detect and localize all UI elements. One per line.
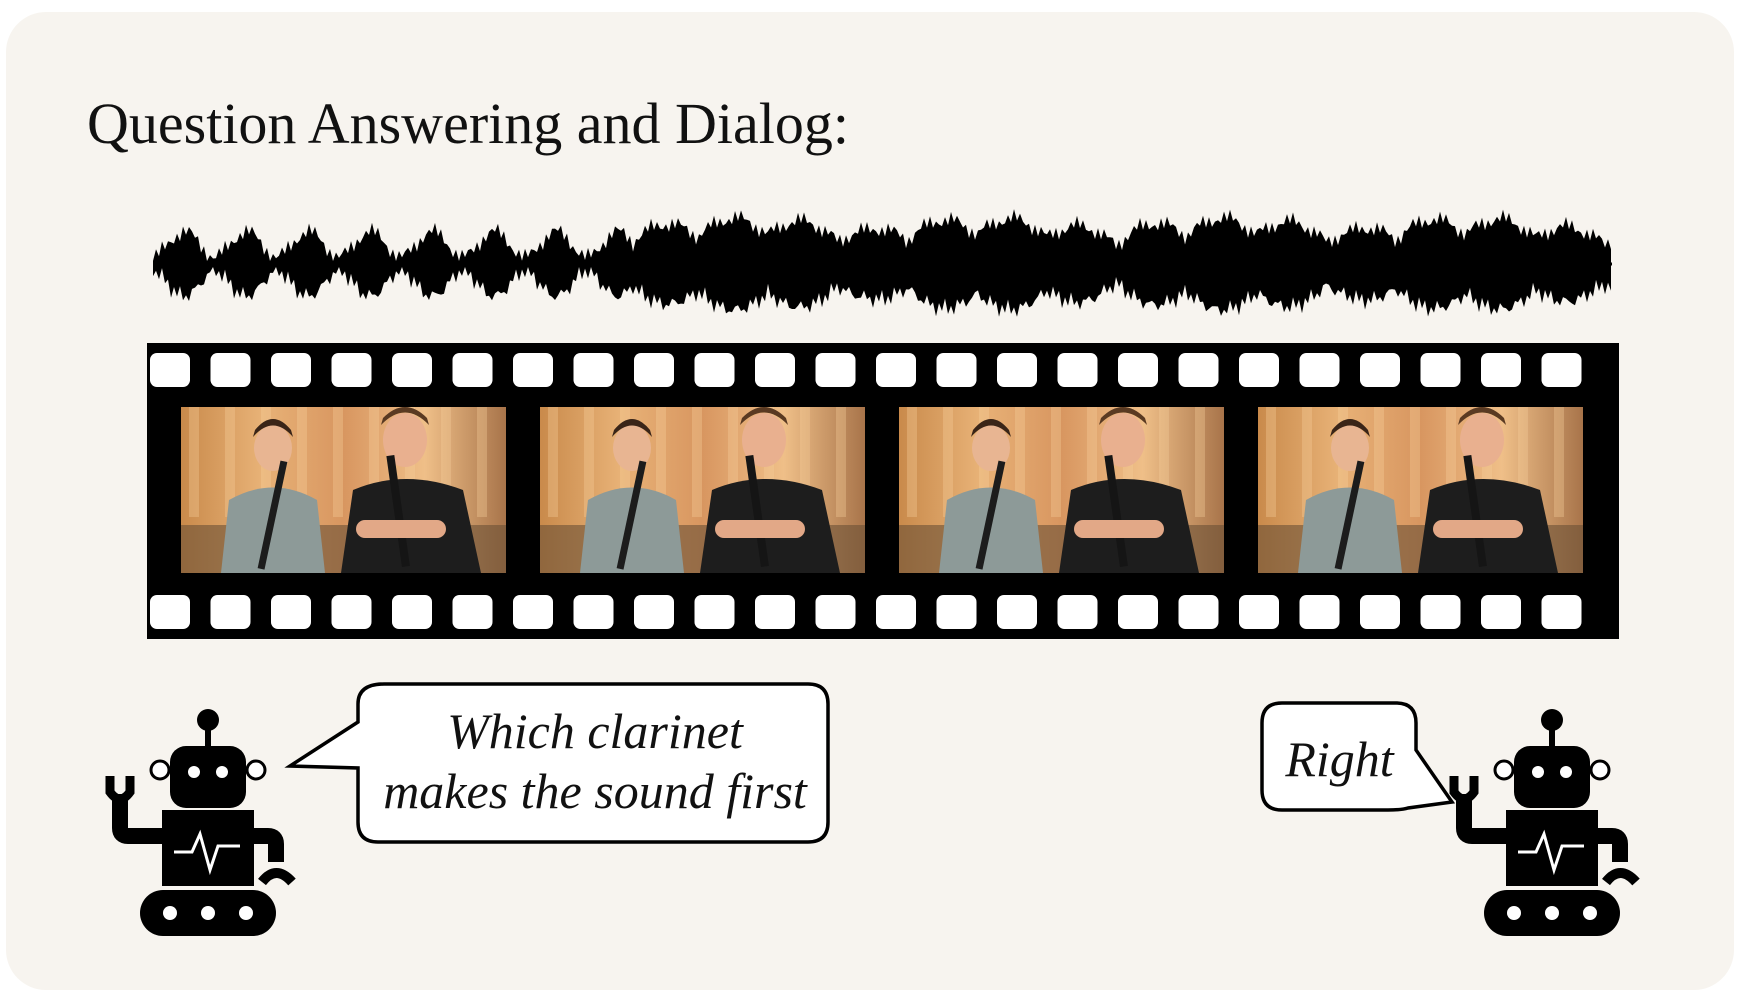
sprocket-hole <box>694 353 735 387</box>
film-sprockets-top <box>150 353 1582 387</box>
sprocket-hole <box>392 353 432 387</box>
video-frame <box>1258 407 1583 573</box>
sprocket-hole <box>1057 595 1098 629</box>
sprocket-hole <box>1118 353 1158 387</box>
figure-title: Question Answering and Dialog: <box>87 91 849 156</box>
robot-icon <box>105 709 296 936</box>
sprocket-hole <box>815 353 856 387</box>
sprocket-hole <box>1239 595 1279 629</box>
sprocket-hole <box>573 353 614 387</box>
question-line-1: Which clarinet <box>447 703 743 759</box>
sprocket-hole <box>1541 353 1582 387</box>
sprocket-hole <box>1057 353 1098 387</box>
audio-waveform <box>153 209 1612 317</box>
sprocket-hole <box>150 595 190 629</box>
sprocket-hole <box>452 353 493 387</box>
sprocket-hole <box>1178 595 1219 629</box>
sprocket-hole <box>271 353 311 387</box>
sprocket-hole <box>936 595 977 629</box>
sprocket-hole <box>1299 353 1340 387</box>
sprocket-hole <box>634 595 674 629</box>
sprocket-hole <box>1360 353 1400 387</box>
sprocket-hole <box>392 595 432 629</box>
video-frame <box>181 407 506 573</box>
sprocket-hole <box>755 353 795 387</box>
sprocket-hole <box>1481 353 1521 387</box>
film-sprockets-bottom <box>150 595 1582 629</box>
sprocket-hole <box>997 353 1037 387</box>
sprocket-hole <box>210 353 251 387</box>
answer-bubble <box>1260 701 1456 812</box>
sprocket-hole <box>452 595 493 629</box>
sprocket-hole <box>997 595 1037 629</box>
sprocket-hole <box>755 595 795 629</box>
sprocket-hole <box>815 595 856 629</box>
sprocket-hole <box>210 595 251 629</box>
sprocket-hole <box>1420 595 1461 629</box>
robot-icon <box>1449 709 1640 936</box>
sprocket-hole <box>1541 595 1582 629</box>
sprocket-hole <box>876 595 916 629</box>
sprocket-hole <box>331 353 372 387</box>
sprocket-hole <box>573 595 614 629</box>
sprocket-hole <box>513 353 553 387</box>
video-frame <box>899 407 1224 573</box>
sprocket-hole <box>1481 595 1521 629</box>
sprocket-hole <box>513 595 553 629</box>
sprocket-hole <box>1239 353 1279 387</box>
sprocket-hole <box>1118 595 1158 629</box>
sprocket-hole <box>876 353 916 387</box>
sprocket-hole <box>150 353 190 387</box>
film-frames <box>181 407 1583 573</box>
film-strip <box>147 343 1619 639</box>
question-line-2: makes the sound first <box>383 763 807 819</box>
sprocket-hole <box>694 595 735 629</box>
sprocket-hole <box>1420 353 1461 387</box>
sprocket-hole <box>936 353 977 387</box>
sprocket-hole <box>331 595 372 629</box>
question-bubble <box>284 682 830 844</box>
answer-text: Right <box>1285 731 1394 787</box>
sprocket-hole <box>271 595 311 629</box>
sprocket-hole <box>1178 353 1219 387</box>
sprocket-hole <box>634 353 674 387</box>
sprocket-hole <box>1299 595 1340 629</box>
sprocket-hole <box>1360 595 1400 629</box>
video-frame <box>540 407 865 573</box>
